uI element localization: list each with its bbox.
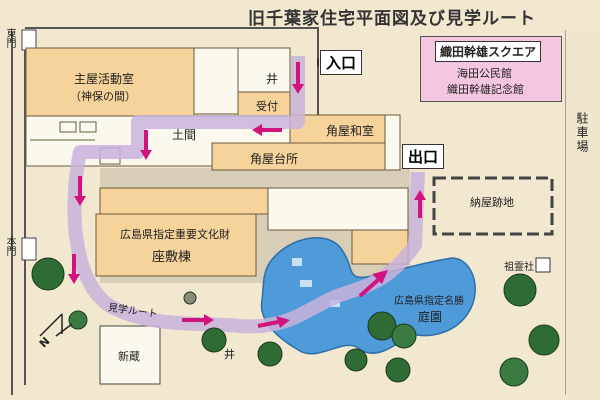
exit-sign[interactable]: 出口 bbox=[402, 144, 445, 169]
tree bbox=[257, 341, 283, 367]
route-arrow-up-right bbox=[358, 278, 380, 298]
soreisha-shrine bbox=[535, 257, 551, 273]
oda-square-name: 織田幹雄スクエア bbox=[435, 41, 542, 62]
kitchen-block bbox=[237, 47, 291, 93]
tree bbox=[68, 310, 88, 330]
omoya-white-block bbox=[193, 47, 239, 115]
tree bbox=[31, 257, 65, 291]
soreisha-label: 祖霊社 bbox=[504, 262, 534, 273]
zashiki-building bbox=[95, 213, 257, 277]
site-boundary-wall bbox=[11, 27, 319, 395]
zashiki-label: 座敷棟 bbox=[152, 250, 192, 265]
main-gate bbox=[21, 237, 37, 261]
oda-memorial-label: 織田幹雄記念館 bbox=[447, 83, 524, 96]
shingura-label: 新蔵 bbox=[118, 350, 140, 363]
sumiya-daidokoro-room bbox=[211, 142, 386, 171]
trees bbox=[31, 257, 560, 387]
tree bbox=[367, 311, 397, 341]
main-gate-label: 本門 bbox=[4, 236, 15, 256]
tree bbox=[183, 291, 197, 305]
sumiya-daidokoro-label: 角屋台所 bbox=[250, 152, 299, 166]
visitor-route bbox=[67, 56, 425, 334]
tree bbox=[528, 324, 560, 356]
east-gate bbox=[21, 29, 37, 51]
tree bbox=[344, 348, 368, 372]
omoya-label: 主屋活動室 bbox=[74, 72, 135, 86]
sumiya-washitsu-label: 角屋和室 bbox=[326, 124, 375, 138]
tree bbox=[391, 323, 417, 349]
uketsuke-label: 受付 bbox=[256, 100, 278, 113]
oda-square-box[interactable]: 織田幹雄スクエア 海田公民館 織田幹雄記念館 bbox=[420, 36, 562, 102]
uketsuke-room bbox=[237, 91, 291, 119]
shingura-building bbox=[99, 325, 161, 385]
entrance-sign[interactable]: 入口 bbox=[320, 50, 363, 75]
tree bbox=[503, 273, 537, 307]
parking-label: 駐車場 bbox=[575, 112, 589, 154]
tree bbox=[201, 327, 227, 353]
east-gate-label: 東門 bbox=[4, 28, 15, 48]
zashiki-annex bbox=[99, 187, 269, 215]
well-mark-2: 井 bbox=[224, 348, 235, 361]
route-arrow-right-2 bbox=[257, 320, 279, 328]
map-title: 旧千葉家住宅平面図及び見学ルート bbox=[248, 9, 536, 29]
zashiki-heading-label: 広島県指定重要文化財 bbox=[120, 228, 230, 241]
garden-heading-label: 広島県指定名勝 bbox=[394, 296, 464, 307]
pond bbox=[260, 237, 476, 355]
well-mark-1: 井 bbox=[266, 72, 279, 86]
kaita-kominkan-label: 海田公民館 bbox=[457, 67, 512, 80]
omoya-sub-label: （神保の間） bbox=[70, 90, 136, 103]
nagaya-site bbox=[432, 176, 554, 236]
omoya-building bbox=[25, 47, 195, 117]
nagaya-label: 納屋跡地 bbox=[470, 196, 514, 209]
north-arrow bbox=[39, 313, 73, 337]
doma-label: 土間 bbox=[172, 128, 197, 142]
tree bbox=[499, 357, 529, 387]
garden-label: 庭園 bbox=[418, 310, 443, 324]
tree bbox=[385, 357, 411, 383]
zashiki-right-block bbox=[267, 187, 409, 231]
